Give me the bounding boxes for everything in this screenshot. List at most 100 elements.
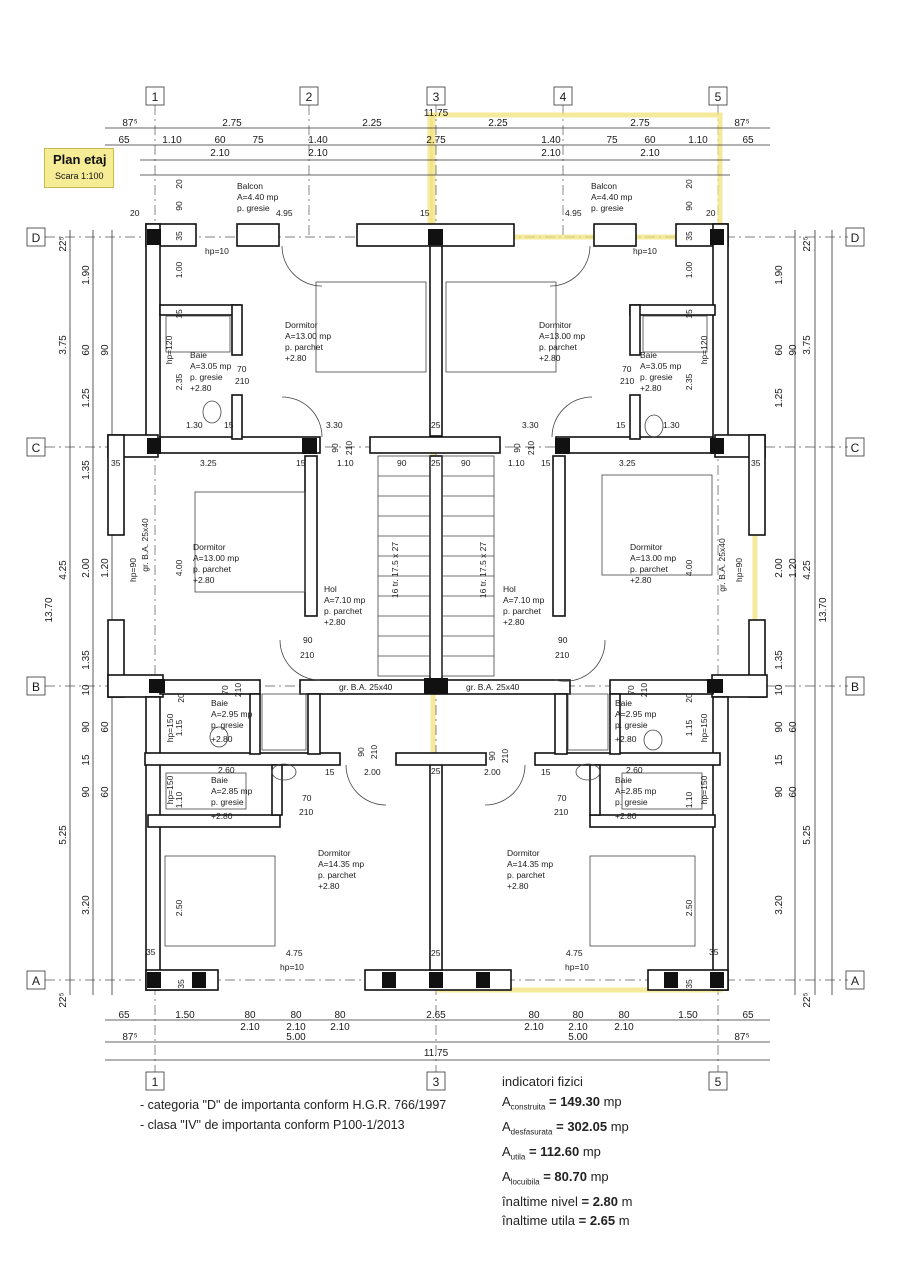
beam-label-west: gr. B.A. 25x40 (140, 518, 150, 572)
svg-text:A=13.00 mp: A=13.00 mp (285, 331, 331, 341)
svg-text:90: 90 (684, 201, 694, 211)
svg-text:A=13.00 mp: A=13.00 mp (193, 553, 239, 563)
dim-left-c2-0: 1.90 (81, 265, 92, 285)
dim-right-c1-0: 22⁵ (802, 236, 813, 251)
dim-bot-total: 11.75 (424, 1048, 449, 1059)
svg-text:2.00: 2.00 (484, 767, 501, 777)
svg-text:+2.80: +2.80 (640, 383, 662, 393)
dim-bot-r2-5: 2.10 (614, 1022, 634, 1033)
room-dormitor-mid-left: Dormitor A=13.00 mp p. parchet +2.80 (193, 542, 239, 585)
svg-text:3.25: 3.25 (200, 458, 217, 468)
dim-bot-r3-1: 5.00 (286, 1032, 306, 1043)
axis-row-c-left: C (32, 441, 41, 455)
room-dormitor-top-right: Dormitor A=13.00 mp p. parchet +2.80 (539, 320, 585, 363)
dim-left-c1-0: 22⁵ (58, 236, 69, 251)
svg-text:A=14.35 mp: A=14.35 mp (318, 859, 364, 869)
indicators-block: indicatori fizici Aconstruita = 149.30 m… (502, 1072, 632, 1231)
svg-text:70: 70 (220, 685, 230, 695)
svg-text:A=4.40 mp: A=4.40 mp (591, 192, 633, 202)
dim-top-r1-3: 2.25 (488, 118, 508, 129)
axis-col-3-bottom: 3 (433, 1075, 440, 1089)
dimension-texts-top: 11.75 87⁵ 2.75 2.25 2.25 2.75 87⁵ 65 1.1… (118, 108, 754, 159)
svg-text:p. parchet: p. parchet (285, 342, 323, 352)
notes-block: - categoria "D" de importanta conform H.… (140, 1095, 446, 1135)
furniture (164, 245, 713, 947)
dim-top-total: 11.75 (424, 108, 449, 119)
svg-text:210: 210 (639, 683, 649, 697)
dim-top-r3-3: 2.10 (640, 148, 660, 159)
svg-text:p. gresie: p. gresie (190, 372, 223, 382)
svg-text:210: 210 (235, 376, 249, 386)
hp150-low-left: hp=150 (165, 775, 175, 804)
room-labels: Balcon A=4.40 mp p. gresie Balcon A=4.40… (190, 181, 682, 891)
room-dormitor-top-left: Dormitor A=13.00 mp p. parchet +2.80 (285, 320, 331, 363)
svg-text:+2.80: +2.80 (324, 617, 346, 627)
room-dormitor-mid-right: Dormitor A=13.00 mp p. parchet +2.80 (630, 542, 676, 585)
svg-text:15: 15 (541, 458, 551, 468)
room-baie-mid-right: Baie A=2.95 mp p. gresie +2.80 (615, 698, 657, 744)
hp-label-top-right: hp=10 (633, 246, 657, 256)
hp120-left: hp=120 (164, 335, 174, 364)
hp-label-bottom-left: hp=10 (280, 962, 304, 972)
svg-text:+2.80: +2.80 (630, 575, 652, 585)
svg-text:25: 25 (431, 420, 441, 430)
dim-left-c3-3: 60 (100, 786, 111, 798)
dim-right-c2-3: 2.00 (774, 558, 785, 578)
dim-top-r1-4: 2.75 (630, 118, 650, 129)
dim-right-c2-2: 1.25 (774, 388, 785, 408)
svg-text:Dormitor: Dormitor (318, 848, 351, 858)
svg-text:70: 70 (557, 793, 567, 803)
svg-text:Dormitor: Dormitor (630, 542, 663, 552)
svg-text:210: 210 (299, 807, 313, 817)
axis-row-a-right: A (851, 974, 859, 988)
svg-text:2.50: 2.50 (174, 899, 184, 916)
svg-text:35: 35 (146, 947, 156, 957)
dim-bot-r3-3: 87⁵ (734, 1032, 749, 1043)
hp150-mid-right: hp=150 (699, 713, 709, 742)
svg-text:p. gresie: p. gresie (237, 203, 270, 213)
axis-col-1-bottom: 1 (152, 1075, 159, 1089)
dim-bot-r2-4: 2.10 (568, 1022, 588, 1033)
svg-text:35: 35 (111, 458, 121, 468)
dim-left-c2-8: 15 (81, 754, 92, 766)
svg-text:p. parchet: p. parchet (324, 606, 362, 616)
dim-left-c2-6: 10 (81, 684, 92, 696)
dim-left-c2-10: 3.20 (81, 895, 92, 915)
svg-text:210: 210 (300, 650, 314, 660)
svg-text:1.30: 1.30 (663, 420, 680, 430)
dimension-texts-right: 22⁵ 3.75 4.25 5.25 22⁵ 13.70 1.90 60 1.2… (774, 236, 829, 1007)
indicator-floor-height: înaltime nivel = 2.80 m (502, 1193, 633, 1209)
dim-right-total: 13.70 (818, 597, 829, 622)
dim-right-c2-4: 1.35 (774, 650, 785, 670)
svg-text:25: 25 (431, 948, 441, 958)
dim-top-r1-1: 2.75 (222, 118, 242, 129)
walls (107, 223, 768, 991)
dim-top-r2-4: 1.40 (308, 135, 328, 146)
dim-right-c2-0: 1.90 (774, 265, 785, 285)
svg-text:A=7.10 mp: A=7.10 mp (503, 595, 545, 605)
dimension-texts-bottom: 65 1.50 80 80 80 2.65 80 80 80 1.50 65 2… (118, 1010, 754, 1059)
svg-text:90: 90 (330, 443, 340, 453)
svg-text:p. parchet: p. parchet (630, 564, 668, 574)
dim-right-c1-1: 3.75 (802, 335, 813, 355)
stairs-label-right: 16 tr. 17.5 x 27 (478, 542, 488, 599)
dim-bot-r1-3: 80 (290, 1010, 302, 1021)
svg-text:+2.80: +2.80 (615, 811, 637, 821)
dim-left-c1-2: 4.25 (58, 560, 69, 580)
svg-text:3.30: 3.30 (522, 420, 539, 430)
dim-bot-r1-2: 80 (244, 1010, 256, 1021)
dim-left-c2-3: 1.35 (81, 460, 92, 480)
indicator-constructed: Aconstruita = 149.30 mp (502, 1093, 622, 1112)
dim-left-c3-1: 1.20 (100, 558, 111, 578)
axis-labels: 1 2 3 4 5 1 3 5 D C B A D C B A (32, 90, 860, 1089)
svg-text:+2.80: +2.80 (211, 734, 233, 744)
svg-text:15: 15 (224, 420, 234, 430)
svg-text:25: 25 (431, 766, 441, 776)
dim-bot-r1-8: 80 (618, 1010, 630, 1021)
svg-text:90: 90 (356, 747, 366, 757)
axis-row-a-left: A (32, 974, 40, 988)
dim-right-c2-1: 60 (774, 344, 785, 356)
axis-col-1-top: 1 (152, 90, 159, 104)
dim-bot-r3-0: 87⁵ (122, 1032, 137, 1043)
svg-text:Baie: Baie (640, 350, 657, 360)
